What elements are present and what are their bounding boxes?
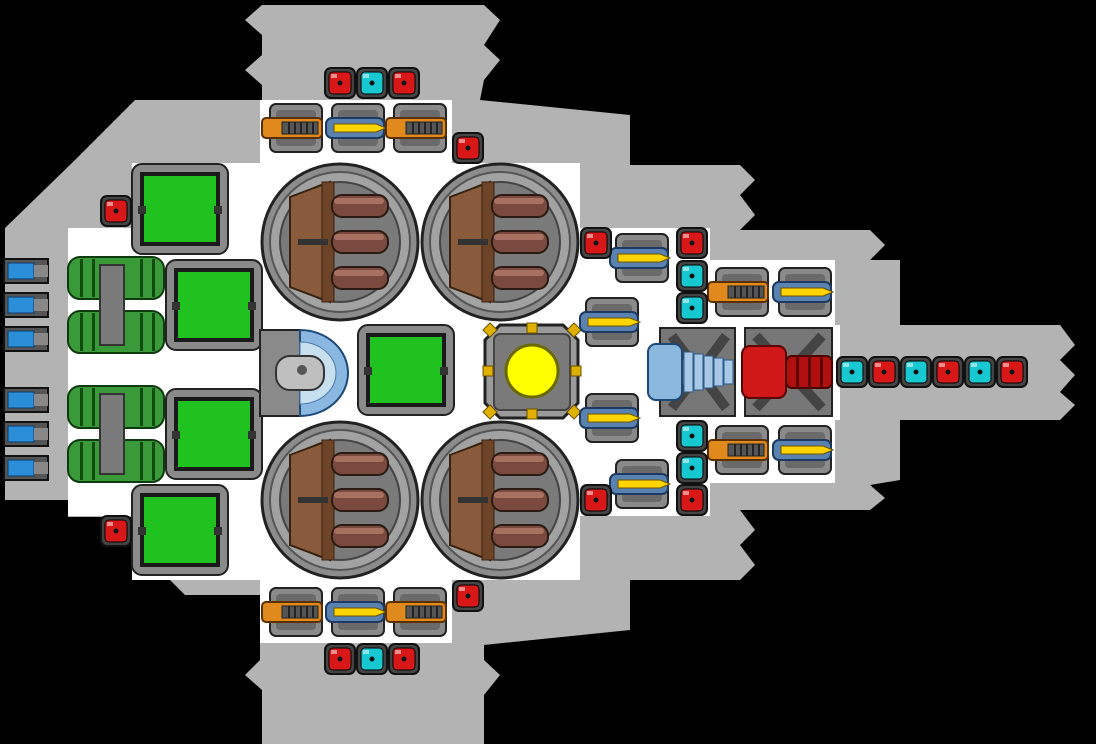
drill-launcher-r-upper[interactable] (707, 267, 769, 317)
red-node-17[interactable] (676, 484, 708, 516)
shield-dome[interactable] (259, 328, 349, 418)
green-panel-bottom-left[interactable] (131, 484, 229, 576)
red-node-4[interactable] (324, 643, 356, 675)
missile-launcher-r4[interactable] (609, 459, 672, 509)
thruster-nozzle (3, 326, 49, 352)
green-panel-center[interactable] (357, 324, 455, 416)
green-panel-left-upper[interactable] (165, 259, 263, 351)
drill-launcher-r-lower[interactable] (707, 425, 769, 475)
reactor-core[interactable] (482, 322, 582, 420)
drill-launcher-top-1[interactable] (261, 103, 323, 153)
red-node-0[interactable] (324, 67, 356, 99)
red-node-9[interactable] (100, 515, 132, 547)
red-node-21[interactable] (932, 356, 964, 388)
thruster-nozzle (3, 421, 49, 447)
green-panel-top-left[interactable] (131, 163, 229, 255)
missile-launcher-r2[interactable] (579, 297, 642, 347)
cyan-node-13[interactable] (676, 260, 708, 292)
cyan-node-5[interactable] (356, 643, 388, 675)
drill-launcher-bottom-1[interactable] (261, 587, 323, 637)
heavy-drill-red[interactable] (741, 327, 833, 417)
missile-launcher-r3[interactable] (579, 393, 642, 443)
thruster-nozzle (3, 258, 49, 284)
thruster-nozzle (3, 455, 49, 481)
red-node-12[interactable] (676, 227, 708, 259)
cyan-node-14[interactable] (676, 292, 708, 324)
red-node-6[interactable] (388, 643, 420, 675)
cyan-node-22[interactable] (964, 356, 996, 388)
missile-launcher-top[interactable] (325, 103, 388, 153)
missile-silo-bottom-left[interactable] (260, 420, 420, 580)
missile-launcher-bottom[interactable] (325, 587, 388, 637)
missile-silo-top-left[interactable] (260, 162, 420, 322)
thruster-nozzle (3, 292, 49, 318)
cyan-node-1[interactable] (356, 67, 388, 99)
cyan-node-18[interactable] (836, 356, 868, 388)
cyan-node-15[interactable] (676, 420, 708, 452)
missile-launcher-r-upper[interactable] (772, 267, 835, 317)
thruster-upper[interactable] (3, 256, 165, 354)
thruster-lower[interactable] (3, 385, 165, 483)
red-node-10[interactable] (580, 227, 612, 259)
drill-launcher-top-2[interactable] (385, 103, 447, 153)
cyan-node-20[interactable] (900, 356, 932, 388)
red-node-8[interactable] (100, 195, 132, 227)
red-node-11[interactable] (580, 484, 612, 516)
missile-silo-bottom-right[interactable] (420, 420, 580, 580)
red-node-19[interactable] (868, 356, 900, 388)
red-node-2[interactable] (388, 67, 420, 99)
green-panel-left-lower[interactable] (165, 388, 263, 480)
missile-launcher-r-lower[interactable] (772, 425, 835, 475)
red-node-23[interactable] (996, 356, 1028, 388)
heavy-drill-blue[interactable] (647, 327, 736, 417)
red-node-7[interactable] (452, 580, 484, 612)
red-node-3[interactable] (452, 132, 484, 164)
cyan-node-16[interactable] (676, 452, 708, 484)
missile-launcher-r1[interactable] (609, 233, 672, 283)
drill-launcher-bottom-2[interactable] (385, 587, 447, 637)
missile-silo-top-right[interactable] (420, 162, 580, 322)
thruster-nozzle (3, 387, 49, 413)
